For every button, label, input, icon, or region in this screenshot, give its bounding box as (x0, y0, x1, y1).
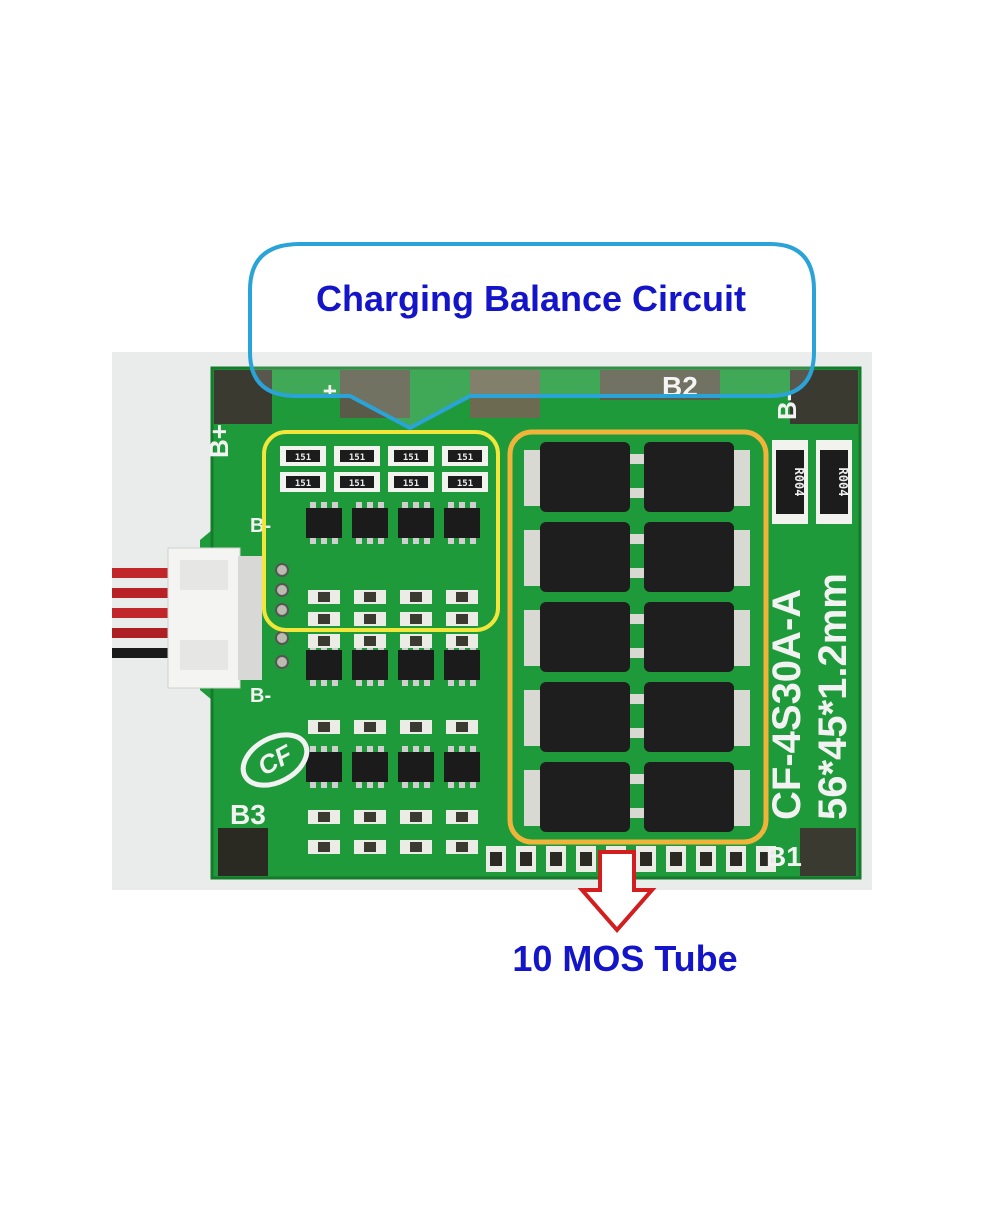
ic-chip (352, 746, 388, 788)
mosfet-array (524, 442, 750, 832)
shunt-resistor-label: R004 (836, 468, 850, 497)
smd-part (354, 634, 386, 648)
smd-part (400, 612, 432, 626)
resistor-label: 151 (295, 453, 311, 463)
ic-chip (398, 746, 434, 788)
mosfet (524, 682, 642, 752)
mosfet (524, 522, 642, 592)
smd-part (696, 846, 716, 872)
smd-part (308, 810, 340, 824)
label-b3: B3 (230, 799, 266, 830)
smd-part (726, 846, 746, 872)
smd-part (400, 634, 432, 648)
battery-wires (112, 568, 182, 658)
smd-part (308, 634, 340, 648)
pad-b1 (800, 828, 856, 876)
label-b-plus: B+ (204, 424, 234, 458)
smd-part (636, 846, 656, 872)
smd-part (446, 590, 478, 604)
smd-part (486, 846, 506, 872)
ic-chip (352, 502, 388, 544)
resistor-label: 151 (403, 453, 419, 463)
ic-chip (306, 746, 342, 788)
smd-part (308, 612, 340, 626)
balance-circuit-highlight-box (262, 430, 500, 632)
bottom-component-row (486, 846, 776, 872)
ic-chip (352, 644, 388, 686)
smd-part (354, 720, 386, 734)
pad-b3 (218, 828, 268, 876)
resistor-label: 151 (457, 453, 473, 463)
smd-part (446, 810, 478, 824)
model-marking: CF-4S30A-A (765, 589, 809, 820)
mosfet (632, 522, 750, 592)
size-marking: 56*45*1.2mm (811, 573, 855, 820)
smd-part (400, 720, 432, 734)
label-connector-minus: B- (250, 515, 271, 537)
smd-part (576, 846, 596, 872)
pad-b-plus (214, 370, 272, 424)
ic-chip (444, 502, 480, 544)
ic-chip (444, 746, 480, 788)
smd-part (756, 846, 776, 872)
resistor-label: 151 (349, 453, 365, 463)
mos-callout-text: 10 MOS Tube (512, 938, 738, 979)
resistor-label: 151 (349, 479, 365, 489)
shunt-resistor-label: R004 (792, 468, 806, 497)
smd-part (516, 846, 536, 872)
ic-chip (444, 644, 480, 686)
smd-part (354, 810, 386, 824)
label-connector-bottom-minus: B- (250, 685, 271, 707)
mosfet (632, 442, 750, 512)
resistor-label: 151 (403, 479, 419, 489)
smd-part (308, 840, 340, 854)
smd-part (308, 720, 340, 734)
ic-chip (306, 644, 342, 686)
smd-part (354, 840, 386, 854)
mosfet (632, 602, 750, 672)
smd-part (546, 846, 566, 872)
mosfet (524, 442, 642, 512)
mosfet (632, 762, 750, 832)
smd-part (446, 840, 478, 854)
mos-callout-arrow (577, 850, 657, 934)
smd-part (400, 840, 432, 854)
ic-chip (306, 502, 342, 544)
balance-connector (167, 547, 289, 689)
ic-chip (398, 644, 434, 686)
smd-part (400, 810, 432, 824)
smd-part (354, 590, 386, 604)
balance-resistor-array: 151 151 151 151 151 151 (280, 446, 488, 492)
mos-tube-highlight-box (507, 429, 769, 845)
resistor-label: 151 (457, 479, 473, 489)
smd-part (354, 612, 386, 626)
smd-part (446, 612, 478, 626)
balance-callout-text: Charging Balance Circuit (315, 278, 747, 319)
pad-b-minus (790, 370, 858, 424)
balance-ic-array (306, 502, 480, 854)
mosfet (632, 682, 750, 752)
balance-callout-bubble (248, 242, 816, 431)
mosfet (524, 762, 642, 832)
smd-part (400, 590, 432, 604)
resistor-label: 151 (295, 479, 311, 489)
ic-chip (398, 502, 434, 544)
shunt-resistors: R004 R004 (772, 440, 852, 524)
smd-part (446, 720, 478, 734)
mosfet (524, 602, 642, 672)
smd-part (666, 846, 686, 872)
smd-part (308, 590, 340, 604)
smd-part (446, 634, 478, 648)
label-b1: B1 (766, 841, 802, 872)
